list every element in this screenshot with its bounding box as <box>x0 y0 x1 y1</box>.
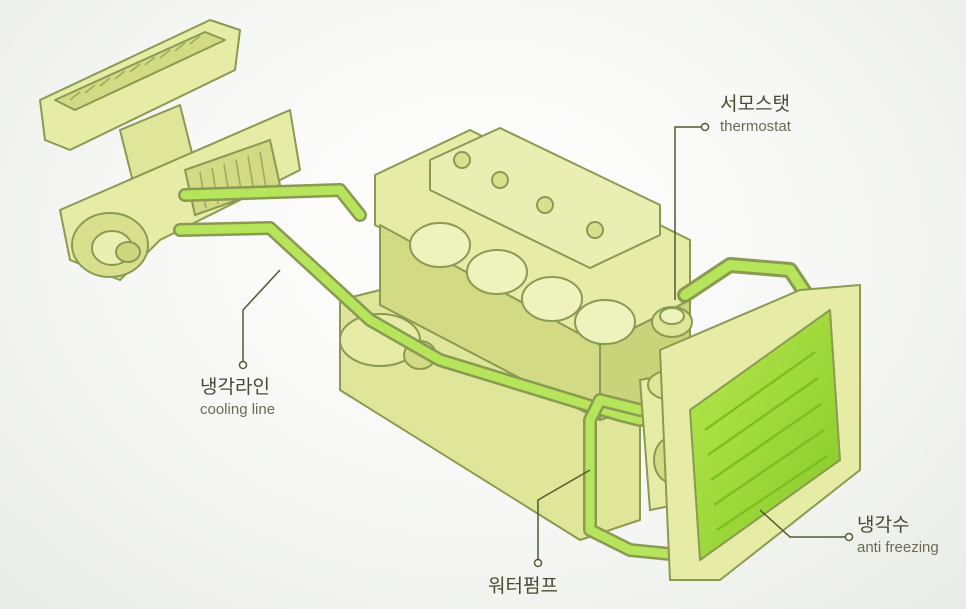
coolant-lines <box>173 183 818 562</box>
thermostat-label-en: thermostat <box>720 118 791 135</box>
thermostat-label-ko: 서모스탯 <box>720 93 790 115</box>
leader-lines <box>242 126 846 560</box>
engine-block <box>339 127 691 541</box>
antifreeze-marker <box>844 532 854 542</box>
cooling-line-label-en: cooling line <box>200 401 276 418</box>
cooling-line-label-ko: 냉각라인 <box>200 376 270 398</box>
antifreeze-label-ko: 냉각수 <box>857 514 910 536</box>
thermostat-marker <box>700 122 710 132</box>
water-pump-label: 워터펌프 <box>488 577 558 596</box>
antifreeze-label: 냉각수 anti freezing <box>857 514 939 556</box>
thermostat-housing <box>651 306 693 338</box>
water-pump-label-ko: 워터펌프 <box>488 575 558 597</box>
thermostat-label: 서모스탯 thermostat <box>720 93 791 135</box>
water-pump-marker <box>533 558 543 568</box>
radiator <box>659 284 861 581</box>
cooling-line-label: 냉각라인 cooling line <box>200 376 276 418</box>
cooling-line-marker <box>238 360 248 370</box>
antifreeze-label-en: anti freezing <box>857 539 939 556</box>
